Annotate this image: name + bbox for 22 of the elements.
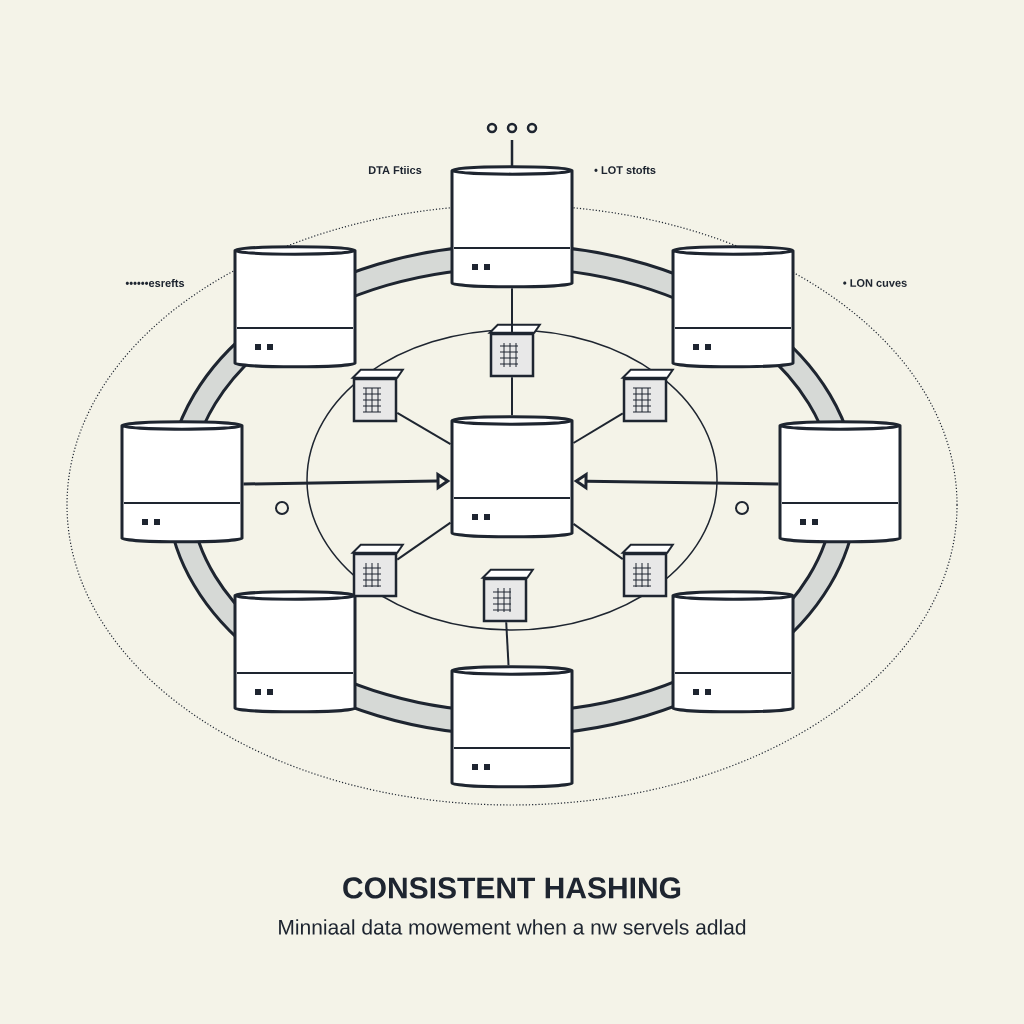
server-cylinder xyxy=(233,245,357,369)
connector-line xyxy=(572,522,624,561)
connector-line xyxy=(396,521,452,561)
connector-line xyxy=(572,412,624,444)
server-cylinder xyxy=(450,165,574,289)
server-cylinder xyxy=(778,420,902,544)
annotation-label: • LON cuves xyxy=(843,279,907,287)
title: CONSISTENT HASHING xyxy=(343,877,681,899)
server-cylinder xyxy=(671,590,795,714)
server-cylinder xyxy=(671,245,795,369)
caption: Minniaal data mowement when a nw servels adlad xyxy=(279,919,746,935)
connector-line xyxy=(511,376,513,417)
server-cylinder xyxy=(233,590,357,714)
server-cylinder xyxy=(120,420,244,544)
connector-line xyxy=(396,412,452,446)
server-cylinder xyxy=(450,665,574,789)
annotation-label: DTA Ftiics xyxy=(368,165,422,175)
annotation-label: • LOT stofts xyxy=(594,165,656,175)
annotation-label: ••••••esrefts xyxy=(125,278,185,288)
connector-line xyxy=(505,621,510,667)
server-cylinder xyxy=(450,415,574,539)
connector-line xyxy=(511,287,513,334)
